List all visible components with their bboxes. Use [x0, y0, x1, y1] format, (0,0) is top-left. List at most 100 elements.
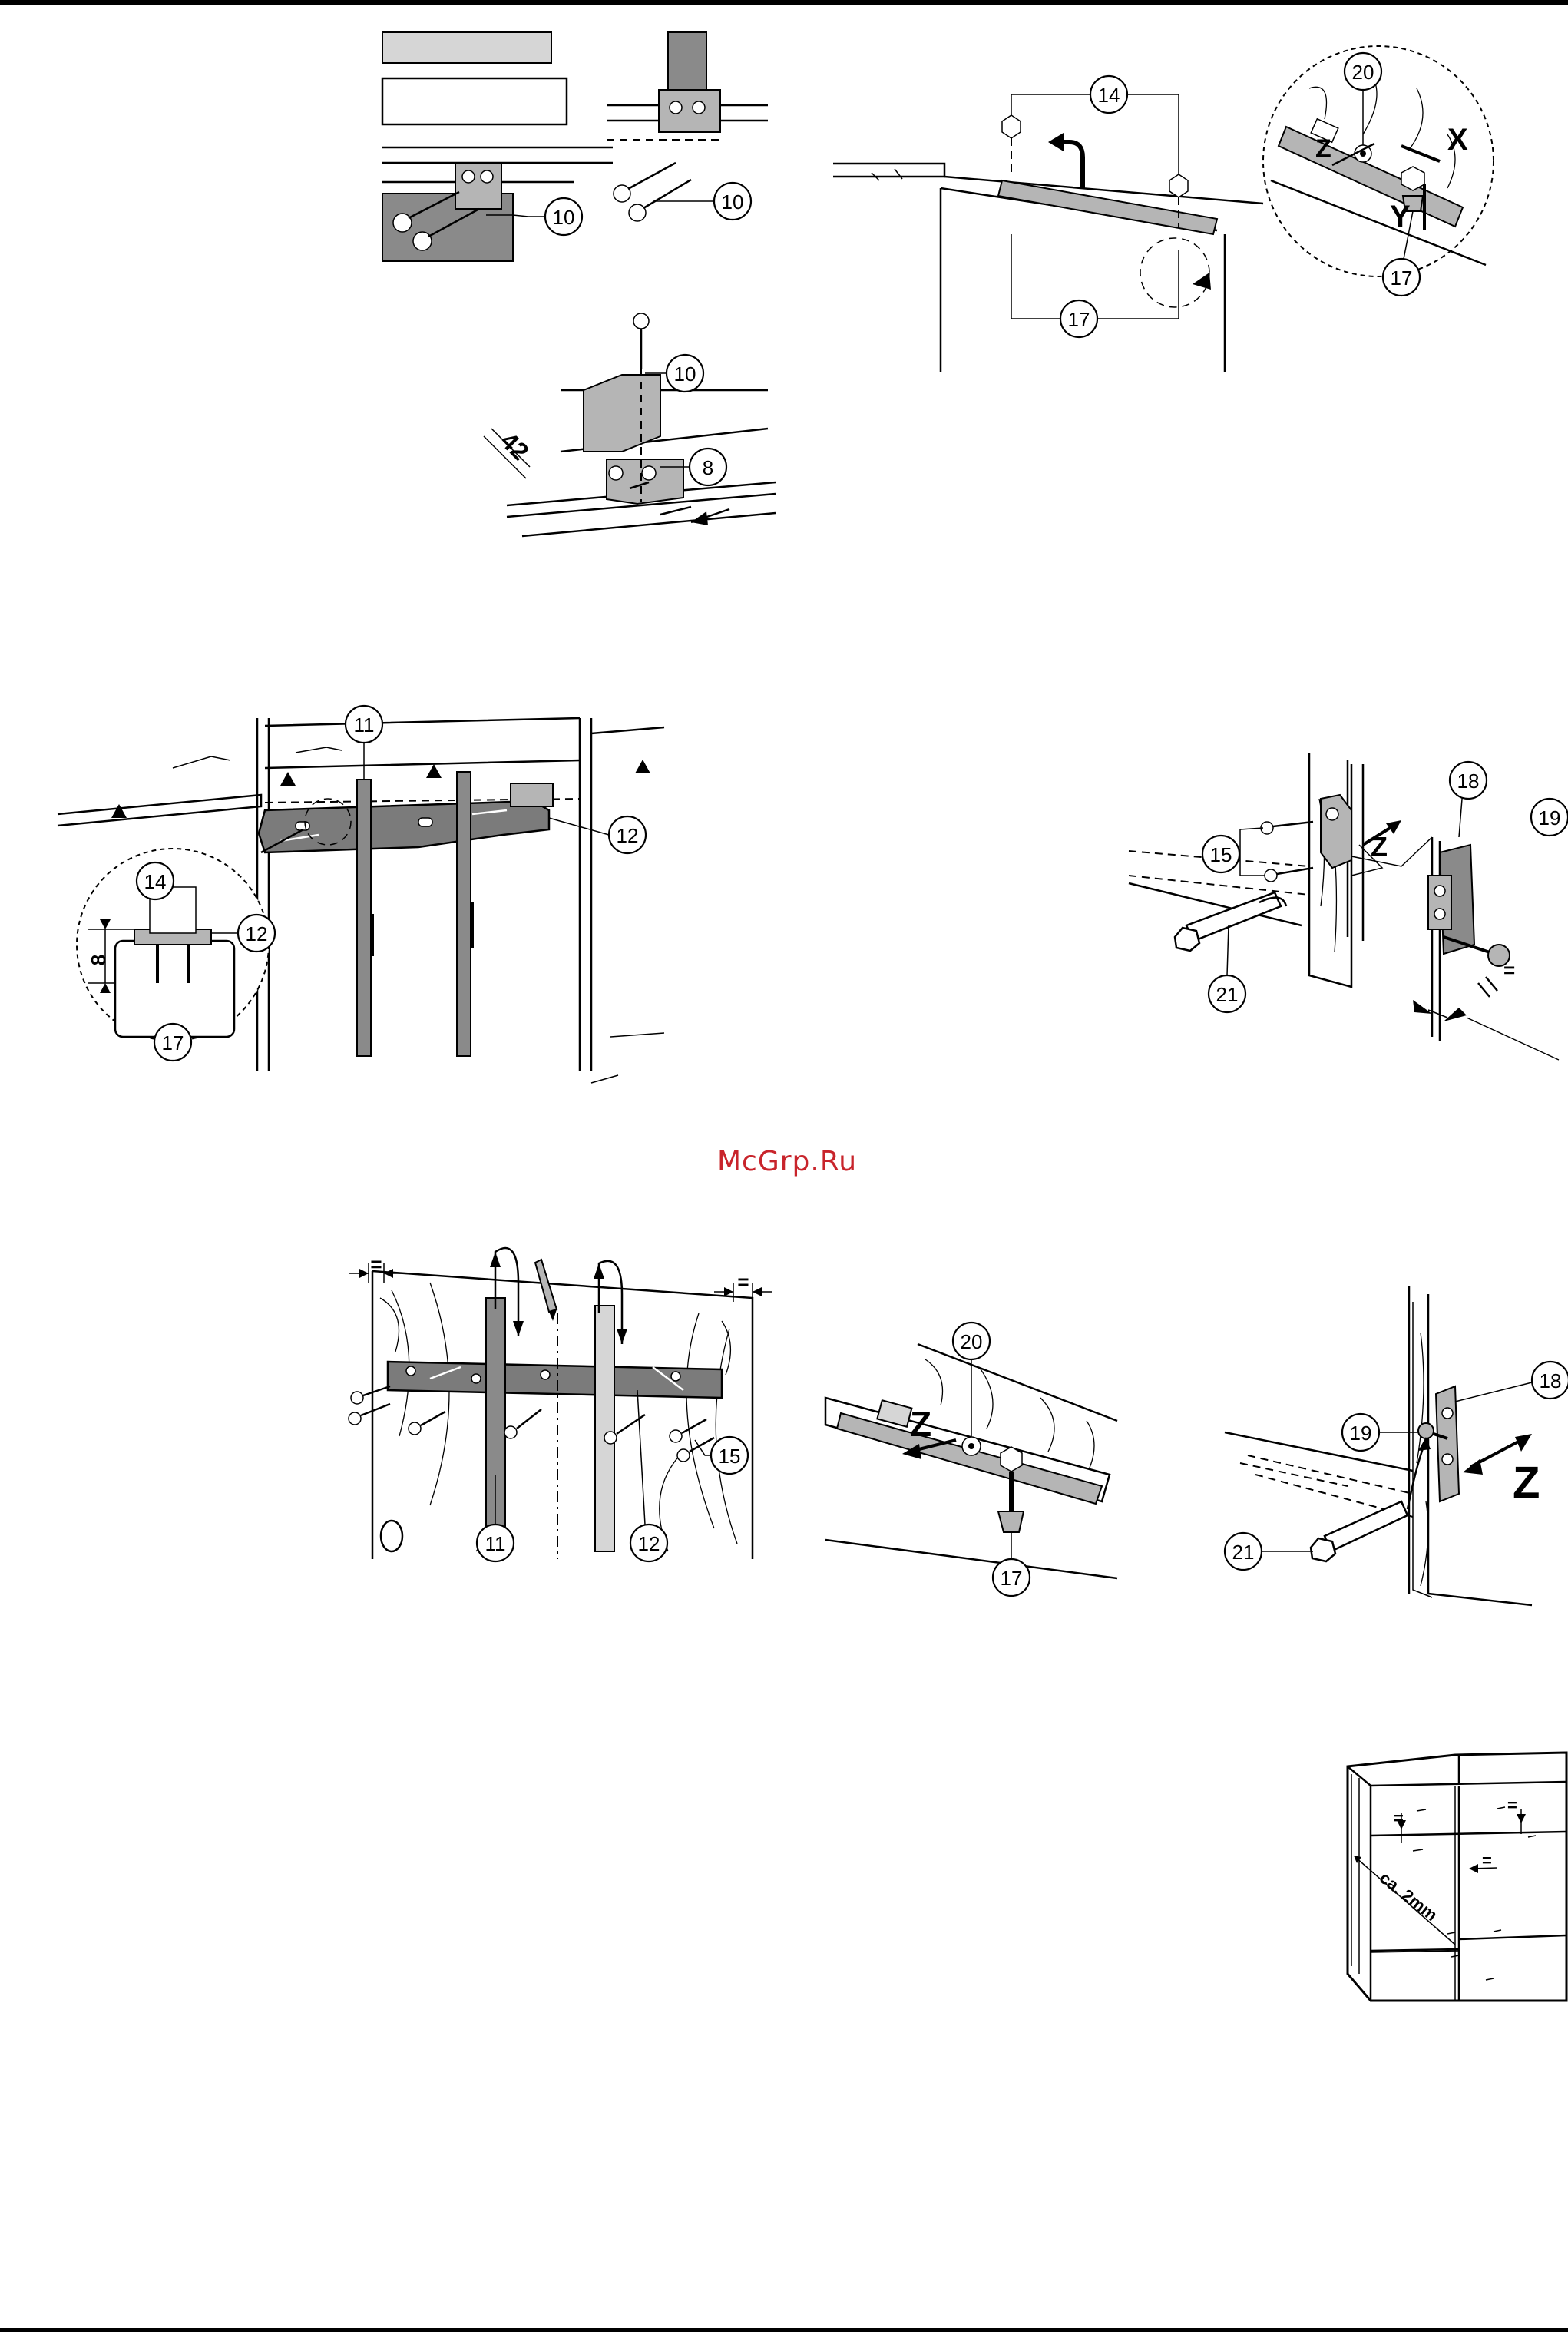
bolt-icon	[998, 1447, 1024, 1532]
callout-17: 17	[993, 1532, 1030, 1596]
figure-adjust-z-mid: Z 20 17	[825, 1313, 1117, 1605]
svg-text:21: 21	[1216, 983, 1239, 1006]
callout-20: 20	[953, 1323, 990, 1436]
svg-text:10: 10	[674, 363, 696, 386]
svg-text:12: 12	[246, 922, 268, 945]
screw-icon	[1265, 868, 1313, 882]
wrench-21-icon	[1175, 892, 1286, 951]
svg-text:=: =	[1503, 958, 1515, 982]
svg-text:Z: Z	[910, 1404, 931, 1444]
hinge-bracket	[1321, 795, 1351, 868]
hinge-arm	[668, 32, 706, 94]
svg-text:=: =	[370, 1253, 382, 1276]
axis-z-arrow: Z	[1463, 1434, 1540, 1508]
callout-10: 10	[528, 198, 582, 235]
screw-icon	[633, 313, 649, 369]
svg-text:18: 18	[1540, 1369, 1562, 1392]
rail-11-right	[595, 1306, 614, 1551]
callout-10: 10	[653, 183, 751, 220]
svg-text:17: 17	[1391, 267, 1413, 290]
rotation-arrow-icon	[1048, 133, 1083, 188]
svg-text:42: 42	[495, 426, 534, 465]
rail-11-left	[357, 780, 371, 1056]
figure-hinge-top-left: 10	[382, 32, 613, 261]
hinge-housing	[382, 78, 567, 124]
watermark-text: McGrp.Ru	[710, 1146, 864, 1177]
figure-bracket: 42 10 8	[468, 306, 783, 545]
top-rule	[0, 0, 1568, 5]
callout-17: 17	[154, 1024, 191, 1061]
figure-door-template: = = 11 12 15	[338, 1237, 776, 1559]
svg-text:=: =	[737, 1270, 749, 1293]
callout-11: 11	[346, 706, 382, 780]
template-plate	[259, 801, 549, 852]
screw-icon	[1261, 822, 1313, 834]
figure-hinge-adjust-top: Z X Y 14 17 20 17	[833, 42, 1501, 372]
bottom-rule	[0, 2328, 1568, 2332]
screw-icon	[409, 1412, 445, 1435]
svg-text:18: 18	[1457, 770, 1480, 793]
svg-text:10: 10	[722, 190, 744, 214]
svg-text:X: X	[1447, 123, 1468, 157]
hinge-block	[511, 783, 553, 806]
figure-side-fix: Z = 18	[1129, 753, 1559, 1060]
callout-14: 14	[137, 862, 174, 899]
svg-text:15: 15	[719, 1445, 741, 1468]
callout-15: 15	[1202, 836, 1239, 872]
svg-text:20: 20	[961, 1330, 983, 1353]
gap-equal-mark: =	[1413, 958, 1559, 1060]
svg-text:19: 19	[1539, 806, 1561, 829]
svg-text:10: 10	[553, 206, 575, 229]
svg-text:Z: Z	[1513, 1458, 1540, 1508]
svg-text:17: 17	[162, 1031, 184, 1054]
svg-text:11: 11	[485, 1532, 506, 1555]
figure-adjust-z-right: Z 18 19 21	[1225, 1286, 1566, 1605]
svg-text:17: 17	[1001, 1567, 1023, 1590]
screw-icon	[614, 163, 676, 202]
svg-text:8: 8	[703, 456, 713, 479]
svg-text:21: 21	[1232, 1541, 1255, 1564]
callout-21: 21	[1209, 925, 1245, 1012]
callout-19: 19	[1342, 1414, 1418, 1451]
svg-text:Y: Y	[1390, 200, 1411, 233]
callout-17: 17	[1060, 300, 1097, 337]
hinge-block	[455, 163, 501, 209]
screw-icon	[349, 1404, 390, 1425]
side-hinge	[1436, 1386, 1459, 1501]
svg-text:14: 14	[1098, 84, 1120, 107]
svg-text:19: 19	[1350, 1422, 1372, 1445]
screw-icon	[629, 180, 691, 221]
svg-text:14: 14	[144, 870, 167, 893]
callout-14: 14	[1090, 76, 1127, 113]
shelf-top	[382, 32, 551, 63]
svg-text:12: 12	[638, 1532, 660, 1555]
callout-18: 18	[1455, 1362, 1568, 1402]
callout-18: 18	[1450, 762, 1487, 837]
figure-gap-cabinet: = = = ca. 2mm	[1340, 1743, 1566, 2001]
callout-12: 12	[549, 816, 646, 853]
bolt-14-left	[1002, 115, 1021, 177]
hinge-rail	[837, 1413, 1102, 1504]
svg-text:17: 17	[1068, 308, 1090, 331]
svg-text:=: =	[1507, 1796, 1517, 1815]
svg-text:=: =	[1394, 1809, 1404, 1828]
figure-mount-plate: 8 11 12 14 12 17	[58, 695, 672, 1071]
hinge-block	[659, 90, 720, 132]
svg-text:8: 8	[87, 955, 110, 965]
callout-21: 21	[1225, 1533, 1313, 1570]
axis-z-arrow: Z	[1363, 820, 1401, 862]
figure-hinge-top-right: 10	[607, 32, 776, 247]
svg-text:15: 15	[1210, 843, 1232, 866]
side-hinge	[1428, 845, 1474, 954]
callout-19: 19	[1531, 799, 1568, 836]
svg-text:12: 12	[617, 824, 639, 847]
svg-text:Z: Z	[1371, 831, 1388, 862]
screw-icon	[504, 1409, 541, 1438]
svg-text:11: 11	[354, 713, 375, 737]
rail-11-right	[457, 772, 471, 1056]
callout-15: 15	[711, 1437, 748, 1474]
svg-text:Z: Z	[1315, 134, 1331, 164]
svg-text:20: 20	[1352, 61, 1374, 84]
callout-11: 11	[477, 1475, 514, 1561]
svg-text:=: =	[1482, 1851, 1492, 1870]
